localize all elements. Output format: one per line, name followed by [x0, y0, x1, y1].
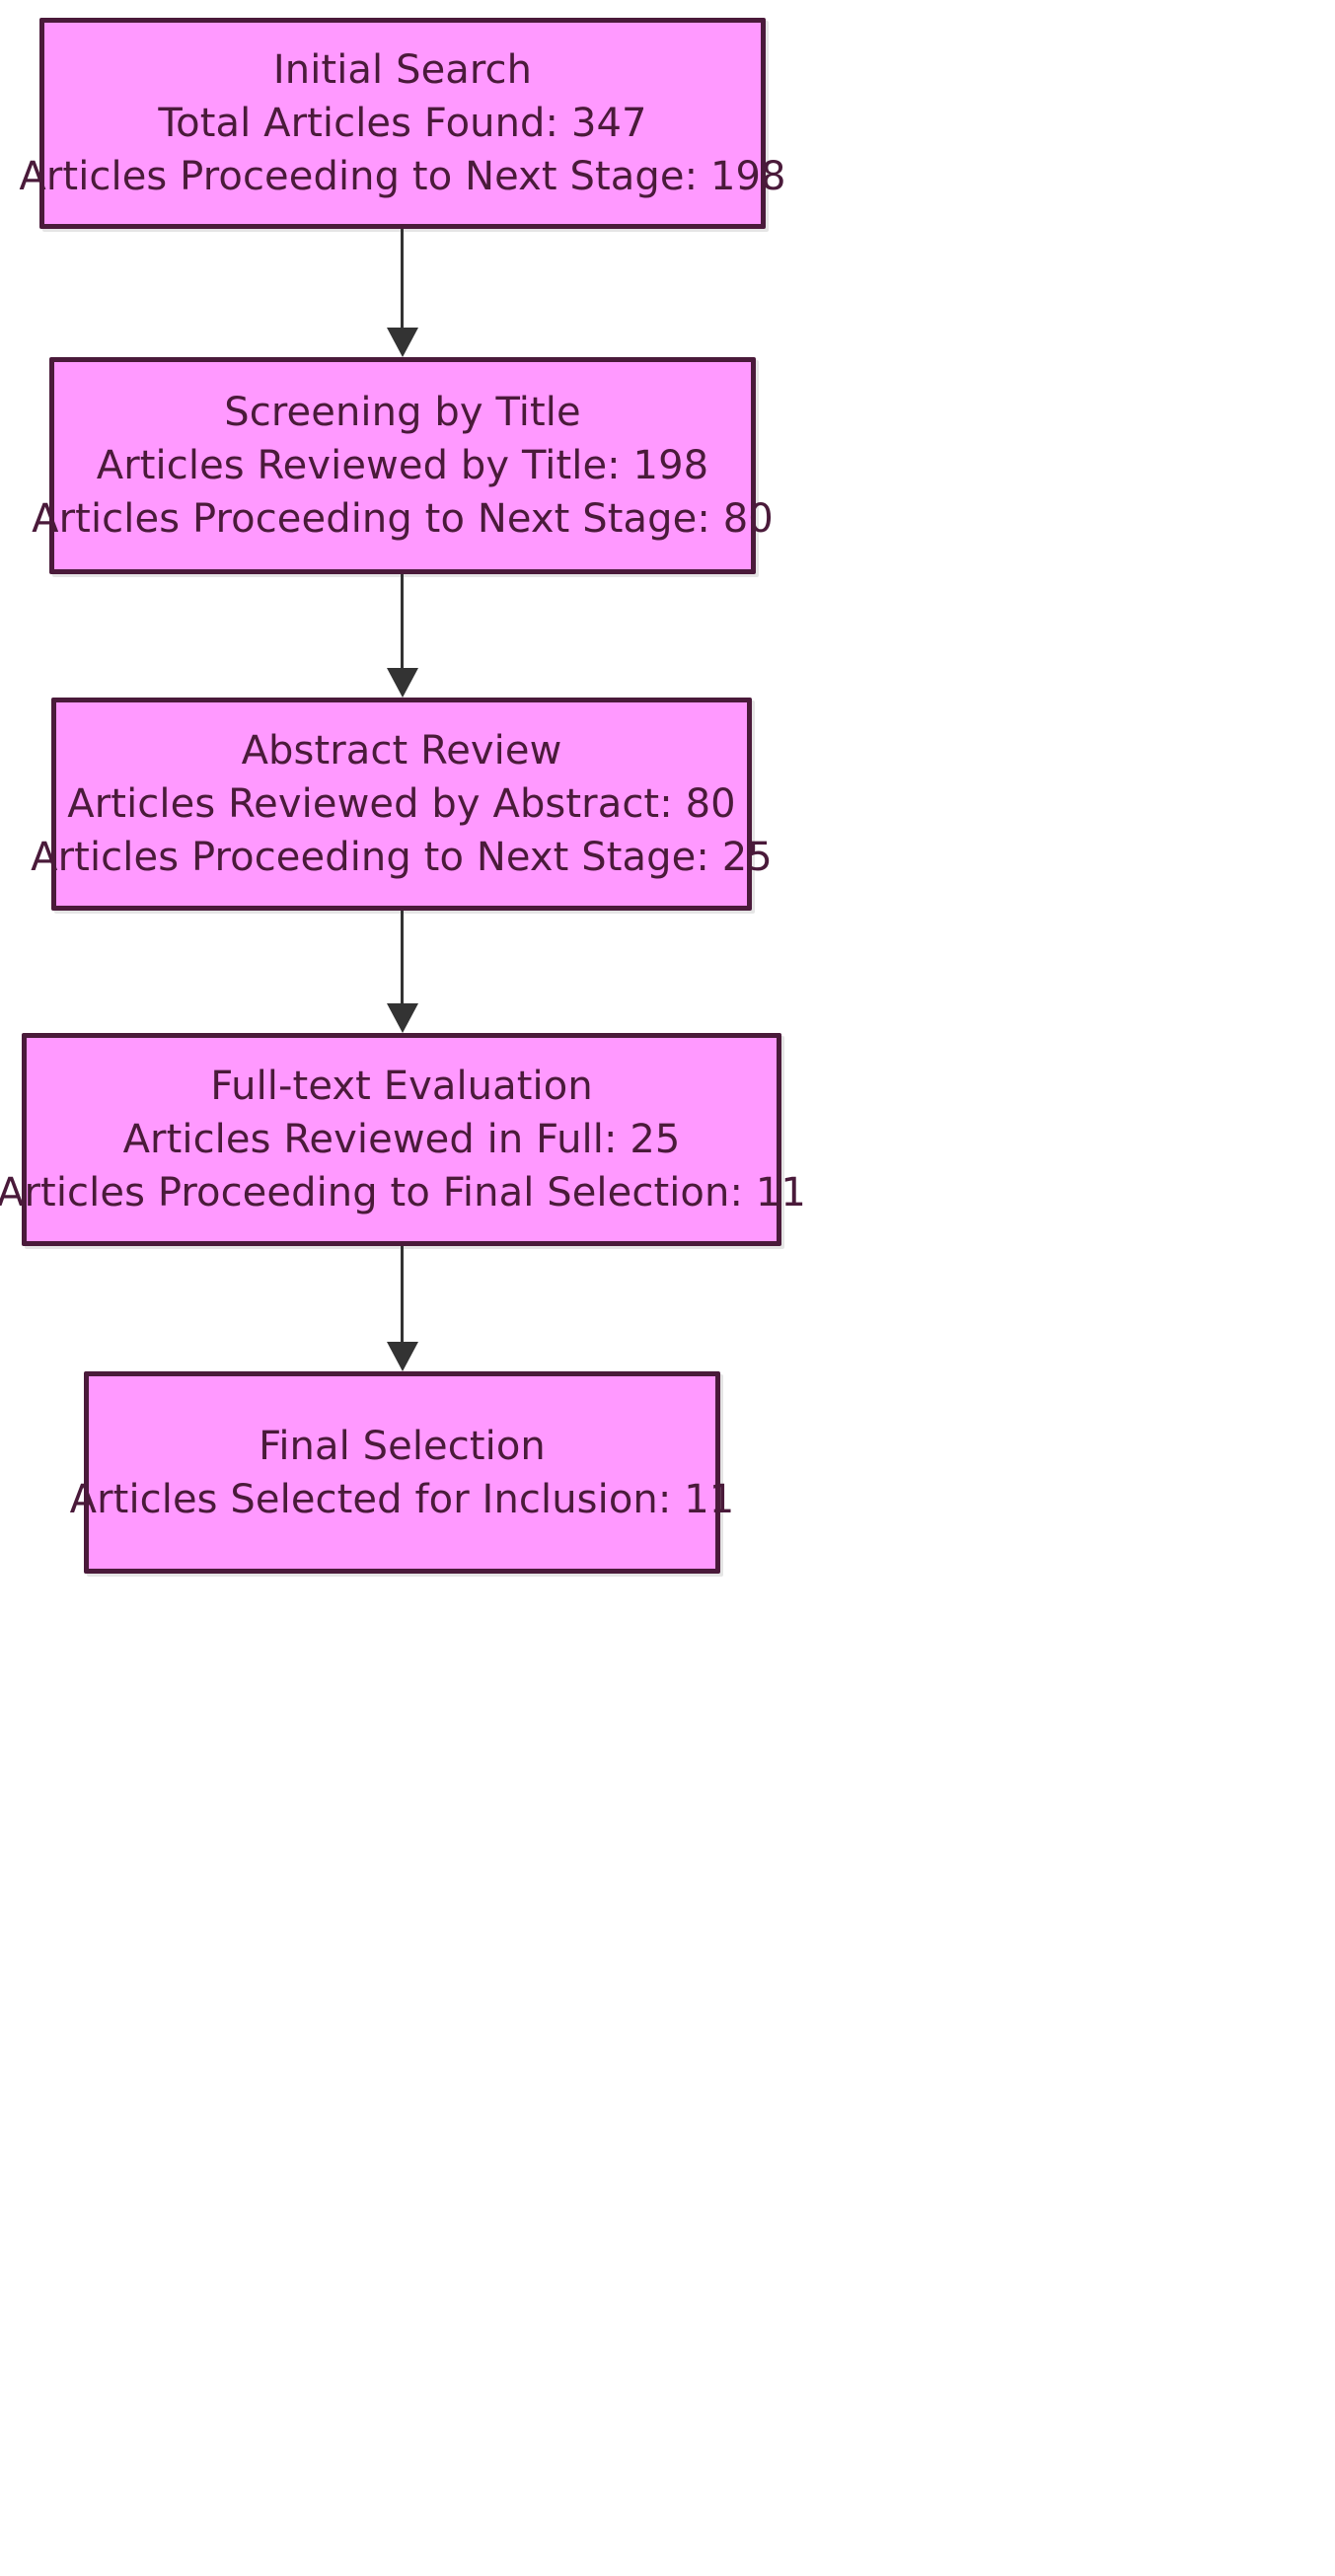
node-initial-search-metric-1: Total Articles Found: 347 [158, 101, 647, 146]
node-fulltext-evaluation-title: Full-text Evaluation [210, 1064, 593, 1109]
node-abstract-review-metric-1: Articles Reviewed by Abstract: 80 [67, 781, 736, 827]
node-screening-by-title-metric-1: Articles Reviewed by Title: 198 [96, 443, 709, 488]
edge-abstract-review-to-fulltext-eval [401, 911, 404, 1003]
node-final-selection[interactable]: Final Selection Articles Selected for In… [70, 1371, 734, 1574]
node-initial-search-title: Initial Search [272, 47, 533, 93]
node-fulltext-evaluation-metric-1: Articles Reviewed in Full: 25 [122, 1117, 681, 1162]
node-initial-search-metric-2: Articles Proceeding to Next Stage: 198 [19, 154, 786, 199]
edge-screening-title-to-abstract-review [401, 574, 404, 668]
arrow-down-icon [387, 668, 418, 698]
edge-fulltext-eval-to-final-selection [401, 1246, 404, 1342]
node-abstract-review-metric-2: Articles Proceeding to Next Stage: 25 [31, 835, 773, 880]
arrow-down-icon [387, 328, 418, 357]
arrow-down-icon [387, 1003, 418, 1033]
arrow-down-icon [387, 1342, 418, 1371]
node-final-selection-title: Final Selection [259, 1423, 546, 1469]
node-fulltext-evaluation-metric-2: Articles Proceeding to Final Selection: … [0, 1170, 806, 1215]
node-screening-by-title-title: Screening by Title [224, 390, 581, 435]
node-screening-by-title[interactable]: Screening by Title Articles Reviewed by … [32, 357, 774, 574]
node-final-selection-metric-1: Articles Selected for Inclusion: 11 [69, 1476, 735, 1522]
node-abstract-review-title: Abstract Review [241, 728, 562, 773]
node-abstract-review[interactable]: Abstract Review Articles Reviewed by Abs… [31, 698, 773, 911]
node-initial-search[interactable]: Initial Search Total Articles Found: 347… [19, 18, 786, 229]
edge-initial-search-to-screening-title [401, 229, 404, 328]
node-fulltext-evaluation[interactable]: Full-text Evaluation Articles Reviewed i… [0, 1033, 806, 1246]
node-screening-by-title-metric-2: Articles Proceeding to Next Stage: 80 [32, 496, 774, 542]
